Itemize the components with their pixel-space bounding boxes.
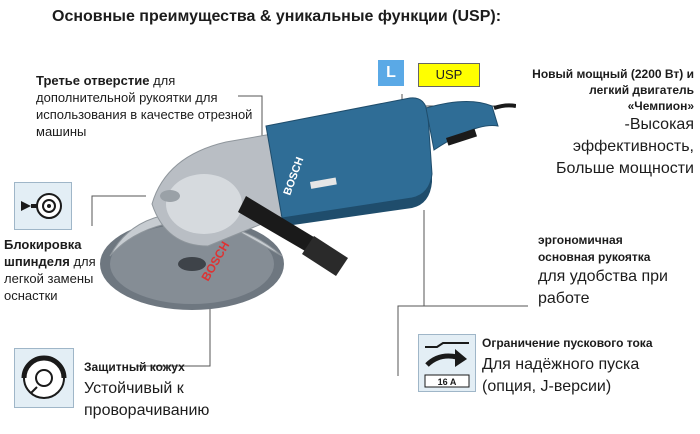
guard-icon xyxy=(14,348,74,408)
motor-heading: «Чемпион» xyxy=(627,99,694,113)
leader-guard xyxy=(136,292,211,367)
l-badge: L xyxy=(378,60,404,86)
motor-heading: легкий двигатель xyxy=(589,83,694,97)
leader-current xyxy=(397,305,448,376)
spindle-lock-heading: Блокировка xyxy=(4,237,82,252)
third-hole-text: Третье отверстие для дополнительной руко… xyxy=(36,72,286,140)
spindle-lock-icon xyxy=(14,182,72,230)
angle-grinder-illustration: BOSCH BOSCH xyxy=(100,97,516,310)
spindle-lock-line: легкой замены xyxy=(4,271,94,286)
guard-text: Защитный кожух Устойчивый к проворачиван… xyxy=(84,356,284,422)
current-limit-text: Ограничение пускового тока Для надёжного… xyxy=(482,332,696,398)
motor-line: эффективность, xyxy=(572,138,694,155)
power-cord xyxy=(493,103,516,110)
guard-heading: Защитный кожух xyxy=(84,360,185,374)
motor-text: Новый мощный (2200 Вт) и легкий двигател… xyxy=(494,66,694,180)
handle-line: для удобства при xyxy=(538,268,668,285)
spindle-lock-text: Блокировка шпинделя для легкой замены ос… xyxy=(4,236,114,304)
motor-heading: Новый мощный (2200 Вт) и xyxy=(532,67,694,81)
third-hole-line: дополнительной рукоятки для xyxy=(36,90,218,105)
guard-line: проворачиванию xyxy=(84,402,210,419)
handle-line: работе xyxy=(538,290,590,307)
spindle-lock-button xyxy=(160,190,180,202)
rear-handle xyxy=(425,100,499,151)
third-hole-heading: Третье отверстие xyxy=(36,73,150,88)
spindle-lock-rest: для xyxy=(69,254,96,269)
third-hole-rest: для xyxy=(149,73,176,88)
handle-heading: основная рукоятка xyxy=(538,250,651,264)
usp-badge: USP xyxy=(418,63,480,87)
current-limit-icon-label: 16 A xyxy=(438,377,457,387)
handle-text: эргономичная основная рукоятка для удобс… xyxy=(538,232,698,310)
trigger-switch xyxy=(446,128,478,146)
guard-shell xyxy=(109,212,283,257)
handle-heading: эргономичная xyxy=(538,233,623,247)
spindle-lock-heading: шпинделя xyxy=(4,254,70,269)
spindle-lock-line: оснастки xyxy=(4,288,58,303)
third-hole-line: использования в качестве отрезной xyxy=(36,107,253,122)
current-limit-icon: 16 A xyxy=(418,334,476,392)
current-limit-line: (опция, J-версии) xyxy=(482,378,612,395)
motor-line: -Высокая xyxy=(624,116,695,133)
guard-line: Устойчивый к xyxy=(84,380,184,397)
page-title: Основные преимущества & уникальные функц… xyxy=(52,8,502,25)
current-limit-line: Для надёжного пуска xyxy=(482,356,640,373)
third-hole-line: машины xyxy=(36,124,87,139)
motor-line: Больше мощности xyxy=(556,160,694,177)
current-limit-heading: Ограничение пускового тока xyxy=(482,336,653,350)
leader-spindle xyxy=(91,195,146,226)
